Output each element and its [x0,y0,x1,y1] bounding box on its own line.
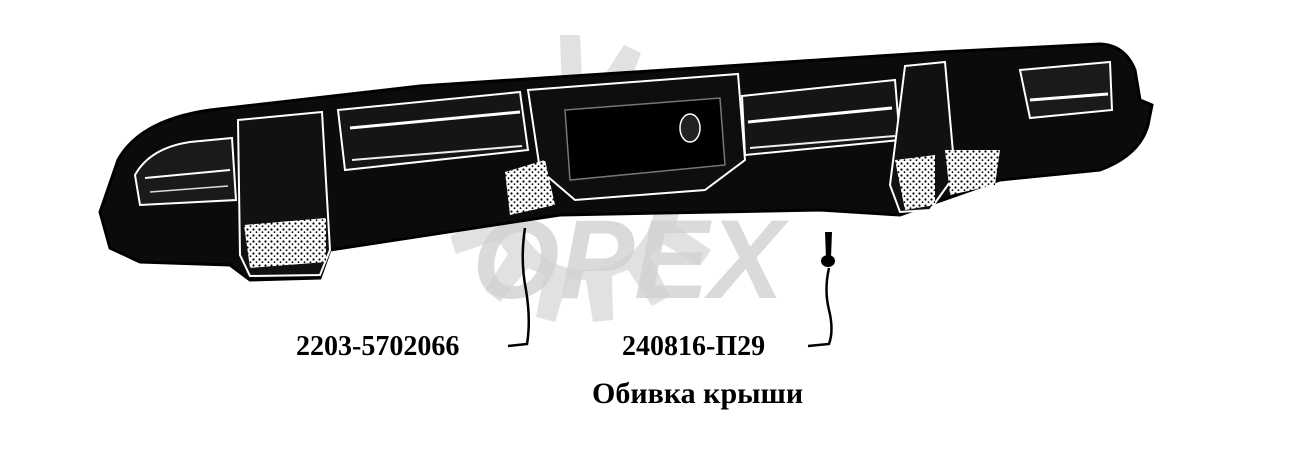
leader-line-2203-5702066 [507,227,530,348]
screw-icon [821,232,835,267]
roof-lining-panel [98,42,1154,282]
part-number-label-b: 240816-П29 [622,331,766,362]
part-number-label-a: 2203-5702066 [296,331,460,362]
diagram-caption: Обивка крыши [592,377,804,410]
leader-lines [507,227,833,348]
leader-line-240816-p29 [807,267,833,348]
